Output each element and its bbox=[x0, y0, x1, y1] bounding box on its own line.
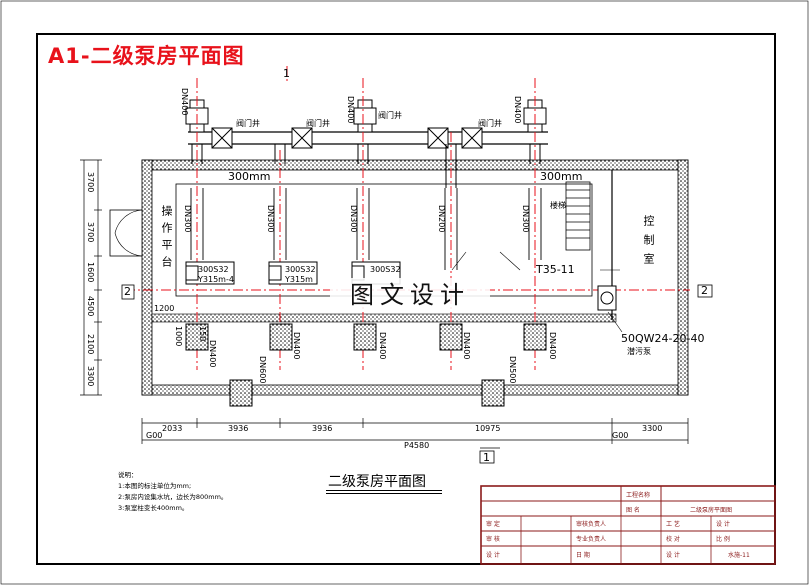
label-gate-well: 阀门井 bbox=[478, 119, 502, 128]
dimension-lines-bottom bbox=[141, 418, 689, 449]
title-block-label: 设 计 bbox=[716, 521, 730, 528]
notes-line: 2:泵房内设集水坑，边长为800mm。 bbox=[118, 493, 228, 501]
section-marker-label: 2 bbox=[701, 284, 708, 297]
pump-pipes bbox=[190, 188, 542, 270]
title-block-label: 设 计 bbox=[666, 552, 680, 559]
top-header-pipe bbox=[188, 131, 548, 145]
header-valves bbox=[211, 127, 483, 149]
label-dn: DN300 bbox=[266, 205, 275, 233]
label-pump-model: 300S32 bbox=[285, 265, 316, 274]
suction-wells bbox=[185, 323, 547, 407]
label-control-room: 控制室 bbox=[642, 215, 655, 272]
sheet-inner-border bbox=[36, 33, 776, 565]
label-pump-model: 300S32 bbox=[370, 265, 401, 274]
title-block-label: 审 核 bbox=[486, 536, 500, 543]
page-title: A1-二级泵房平面图 bbox=[48, 44, 245, 68]
label-aux-pump: T35-11 bbox=[536, 263, 575, 276]
title-block-label: 设 计 bbox=[486, 552, 500, 559]
label-drain-pump-cn: 潜污泵 bbox=[627, 347, 651, 356]
centerlines bbox=[125, 66, 690, 370]
dimension-axis: G00 bbox=[146, 431, 163, 440]
dimension-value: 150 bbox=[198, 326, 207, 342]
leader-lines bbox=[451, 251, 623, 333]
label-dn: DN200 bbox=[437, 205, 446, 233]
label-stair: 楼梯 bbox=[550, 201, 566, 210]
notes-block: 说明： 1:本图的标注单位为mm; 2:泵房内设集水坑，边长为800mm。 3:… bbox=[118, 470, 227, 514]
label-operation-platform: 操作平台 bbox=[160, 205, 173, 273]
title-block-label: 图 名 bbox=[626, 507, 640, 514]
dimension-value: 4500 bbox=[86, 296, 95, 317]
watermark-text: 图文设计 bbox=[330, 278, 490, 312]
label-gate-well: 阀门井 bbox=[236, 119, 260, 128]
branch-drops bbox=[191, 144, 541, 188]
dimension-value: 10975 bbox=[475, 424, 501, 433]
label-dn: DN400 bbox=[346, 96, 355, 124]
notes-line: 3:泵室柱变长400mm。 bbox=[118, 504, 189, 512]
label-dn: DN300 bbox=[349, 205, 358, 233]
title-block-label: 专业负责人 bbox=[576, 536, 607, 543]
dimension-axis: G00 bbox=[612, 431, 629, 440]
label-dn: DN400 bbox=[513, 96, 522, 124]
section-marker-label: 2 bbox=[124, 285, 131, 298]
drawing-title-underline bbox=[326, 490, 442, 494]
label-wall-thickness: 300mm bbox=[228, 170, 271, 183]
title-block-label: 审 定 bbox=[486, 521, 500, 528]
label-pump-model: 300S32 bbox=[198, 265, 229, 274]
stairs bbox=[565, 181, 591, 251]
label-dn: DN600 bbox=[258, 356, 267, 384]
label-dn: DN400 bbox=[208, 340, 217, 368]
section-marker-label: 1 bbox=[483, 451, 490, 464]
dimension-value: 3936 bbox=[312, 424, 333, 433]
entrance-door bbox=[109, 209, 143, 257]
dimension-value: 1200 bbox=[154, 304, 175, 313]
title-block-value: 二级泵房平面图 bbox=[690, 507, 733, 514]
dimension-total: P4580 bbox=[404, 441, 430, 450]
label-pump-motor: Y315m bbox=[285, 275, 313, 284]
label-pump-motor: Y315m-4 bbox=[198, 275, 234, 284]
label-dn: DN300 bbox=[183, 205, 192, 233]
label-drain-pump: 50QW24-20-40 bbox=[621, 332, 705, 345]
sump-pit bbox=[597, 285, 617, 311]
label-wall-thickness: 300mm bbox=[540, 170, 583, 183]
label-dn: DN400 bbox=[548, 332, 557, 360]
label-dn: DN400 bbox=[462, 332, 471, 360]
label-dn: DN500 bbox=[508, 356, 517, 384]
label-dn: DN300 bbox=[521, 205, 530, 233]
title-block bbox=[480, 485, 776, 565]
section-marker-left bbox=[121, 284, 135, 300]
label-gate-well: 阀门井 bbox=[378, 111, 402, 120]
dimension-value: 1000 bbox=[174, 326, 183, 347]
section-marker-label: 1 bbox=[283, 67, 290, 80]
title-block-label: 工程名称 bbox=[626, 492, 651, 499]
label-gate-well: 阀门井 bbox=[306, 119, 330, 128]
title-block-label: 工 艺 bbox=[666, 521, 680, 528]
notes-line: 1:本图的标注单位为mm; bbox=[118, 482, 192, 490]
title-block-label: 审核负责人 bbox=[576, 521, 607, 528]
section-marker-right bbox=[697, 284, 713, 298]
dimension-value: 3936 bbox=[228, 424, 249, 433]
title-block-label: 校 对 bbox=[666, 536, 680, 543]
dimension-lines-left bbox=[80, 159, 102, 396]
title-block-label: 日 期 bbox=[576, 552, 590, 559]
title-block-label: 比 例 bbox=[716, 536, 730, 543]
label-dn: DN400 bbox=[180, 88, 189, 116]
label-dn: DN400 bbox=[292, 332, 301, 360]
label-dn: DN400 bbox=[378, 332, 387, 360]
dimension-value: 3300 bbox=[642, 424, 663, 433]
dimension-value: 3700 bbox=[86, 172, 95, 193]
dimension-value: 3300 bbox=[86, 366, 95, 387]
notes-heading: 说明： bbox=[118, 471, 138, 479]
section-marker-bottom bbox=[479, 450, 495, 464]
dimension-value: 2033 bbox=[162, 424, 183, 433]
dimension-value: 2100 bbox=[86, 334, 95, 355]
building-walls bbox=[141, 159, 689, 396]
title-block-drawing-no: 水施-11 bbox=[728, 552, 750, 559]
dimension-value: 3700 bbox=[86, 222, 95, 243]
dimension-value: 1600 bbox=[86, 262, 95, 283]
drawing-title: 二级泵房平面图 bbox=[328, 474, 426, 490]
